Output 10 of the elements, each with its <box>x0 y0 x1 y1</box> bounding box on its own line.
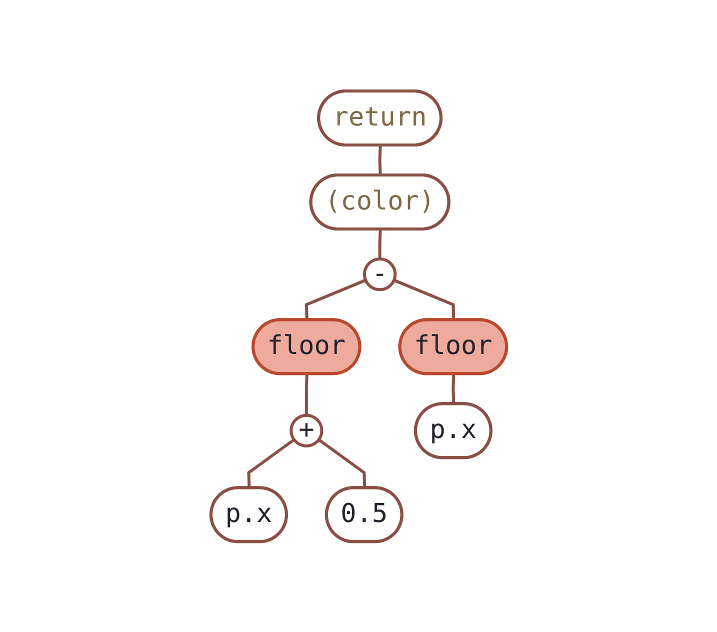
connector <box>451 374 455 404</box>
connector <box>378 229 382 259</box>
connector <box>378 145 382 176</box>
node-circle: - <box>362 257 396 291</box>
connector <box>246 438 295 488</box>
connector <box>393 278 455 320</box>
connector <box>318 438 366 488</box>
connector <box>304 278 366 320</box>
node-circle: + <box>289 414 323 448</box>
connector <box>304 374 308 415</box>
